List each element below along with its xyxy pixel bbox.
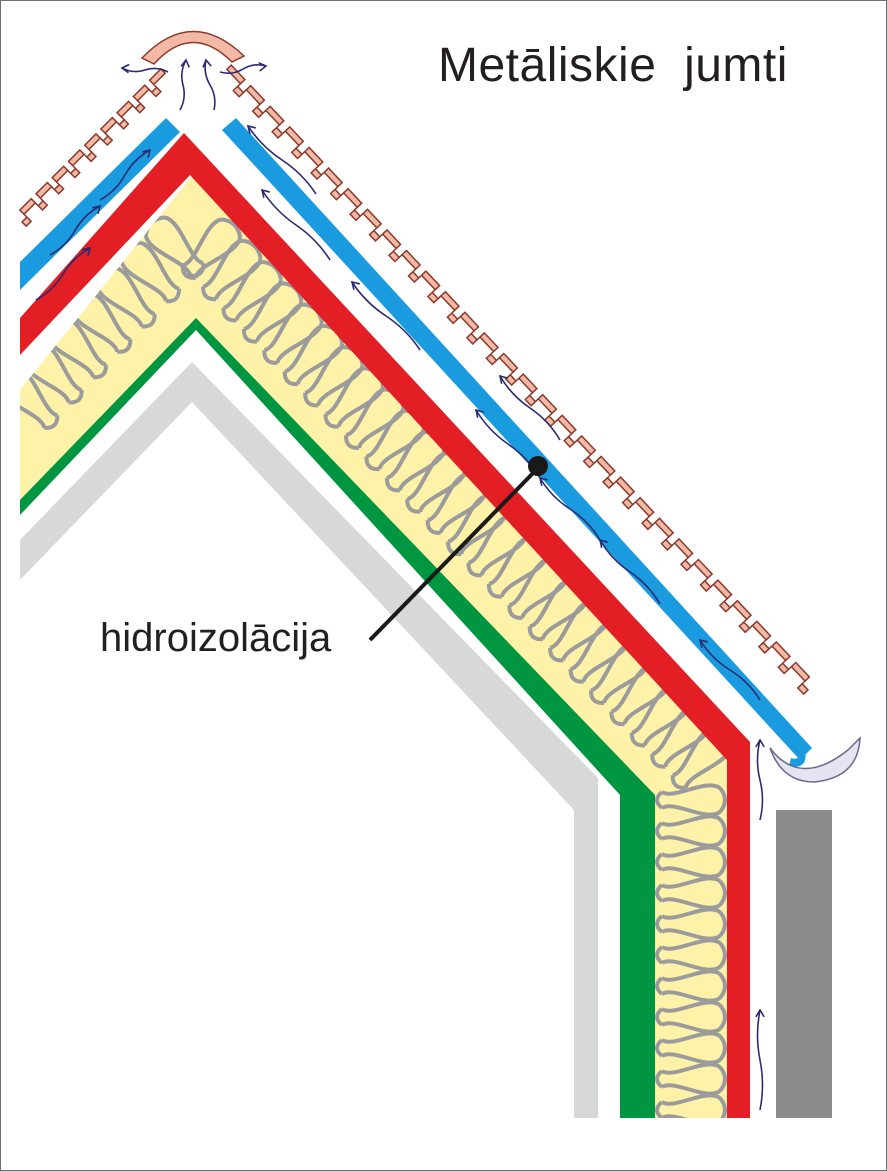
- gutter: [769, 736, 861, 783]
- airflow-arrows: [35, 58, 765, 1111]
- insulation-coil: [446, 493, 508, 557]
- insulation-coil: [568, 621, 631, 684]
- insulation-coil: [201, 238, 263, 302]
- insulation-coil: [589, 642, 651, 705]
- insulation-coil: [405, 451, 467, 514]
- insulation-coil: [262, 302, 324, 365]
- callout-dot: [528, 456, 548, 476]
- insulation-coil: [22, 342, 84, 405]
- airflow-arrow: [35, 247, 91, 301]
- insulation-coil: [70, 291, 133, 354]
- insulation-coil: [655, 814, 727, 848]
- insulation-coil: [629, 684, 692, 748]
- callout-leader-line: [368, 466, 540, 642]
- airflow-arrow: [599, 539, 661, 605]
- insulation-coil: [548, 599, 610, 663]
- membrane-drip-edge: [789, 746, 806, 767]
- insulation-coil: [180, 217, 243, 280]
- left-membrane-layer: [20, 118, 180, 290]
- airflow-arrow-head: [755, 1008, 765, 1018]
- facade-board: [776, 810, 832, 1118]
- insulation-coil: [466, 514, 529, 578]
- insulation-coil: [119, 240, 181, 304]
- insulation-coil: [655, 783, 727, 817]
- airflow-arrow-head: [92, 204, 102, 214]
- airflow-arrow-head: [538, 476, 548, 486]
- airflow-arrow: [261, 189, 331, 261]
- airflow-arrow-head: [598, 538, 608, 548]
- insulation-coil: [655, 1000, 727, 1034]
- left-metal-roofing: [18, 67, 167, 228]
- ridge-cap: [140, 30, 246, 65]
- page-title: Metāliskie jumti: [438, 39, 788, 92]
- insulation-coil: [609, 663, 671, 727]
- insulation-coil: [282, 323, 345, 387]
- airflow-arrow-head: [82, 246, 92, 256]
- insulation-coil: [143, 215, 206, 278]
- airflow-arrow: [204, 59, 216, 111]
- insulation-coil: [655, 969, 727, 1003]
- airflow-arrow-head: [202, 58, 212, 68]
- airflow-arrow: [539, 477, 601, 541]
- airflow-arrow-head: [474, 408, 484, 418]
- waterproofing-ridge-flap: [128, 150, 194, 214]
- inner-lining-layer: [20, 362, 598, 1118]
- insulation-coil: [655, 1031, 727, 1065]
- airflow-arrow: [499, 375, 561, 441]
- airflow-arrow-head: [180, 58, 191, 68]
- insulation-coil: [95, 266, 157, 329]
- airflow-arrow: [49, 205, 101, 256]
- insulation-coil: [655, 907, 727, 941]
- airflow-arrow: [247, 125, 317, 195]
- insulation-coil: [46, 316, 108, 380]
- insulation-coil: [527, 578, 590, 642]
- insulation-coil: [20, 367, 60, 430]
- insulation-coil: [344, 387, 406, 450]
- insulation-coil: [323, 366, 386, 429]
- right-membrane-layer: [222, 118, 812, 760]
- airflow-arrow-head: [246, 124, 256, 134]
- insulation-layer: [20, 176, 740, 1118]
- insulation-coil: [507, 557, 569, 620]
- insulation-coil: [655, 938, 727, 972]
- airflow-arrow-head: [350, 280, 360, 290]
- insulation-coil: [670, 727, 733, 790]
- airflow-arrow: [756, 1009, 764, 1111]
- airflow-arrow: [219, 64, 267, 74]
- airflow-arrow-head: [498, 374, 508, 384]
- insulation-coil: [384, 429, 447, 493]
- insulation-coil: [303, 344, 365, 408]
- airflow-arrow: [121, 67, 169, 73]
- airflow-arrow: [756, 739, 764, 821]
- airflow-arrow: [99, 149, 151, 201]
- insulation-coil: [241, 281, 304, 344]
- waterproofing-layer: [20, 133, 750, 1118]
- airflow-arrow: [699, 639, 761, 701]
- insulation-coil: [655, 1093, 727, 1118]
- callout-label: hidroizolācija: [100, 616, 332, 660]
- insulation-coil: [486, 536, 549, 599]
- airflow-arrow-head: [755, 738, 765, 748]
- airflow-arrow-head: [260, 188, 270, 198]
- insulation-coil: [655, 876, 727, 910]
- airflow-arrow-head: [258, 62, 268, 72]
- airflow-arrow-head: [698, 638, 708, 648]
- insulation-coil: [221, 259, 284, 323]
- insulation-coil: [650, 706, 712, 769]
- insulation-coil: [655, 1062, 727, 1096]
- right-metal-roofing: [225, 64, 811, 696]
- insulation-coil: [425, 472, 488, 535]
- airflow-arrow-head: [120, 63, 130, 74]
- airflow-arrow: [351, 281, 421, 351]
- insulation-coil: [655, 845, 727, 879]
- insulation-coil: [364, 408, 426, 472]
- airflow-arrow: [179, 59, 187, 111]
- airflow-arrow-head: [142, 148, 152, 158]
